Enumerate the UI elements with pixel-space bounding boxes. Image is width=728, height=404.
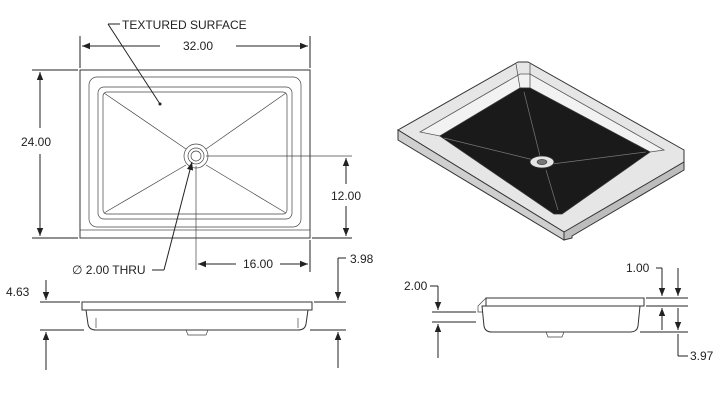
pan-basin-floor — [102, 91, 288, 215]
side-left-dimension: 2.00 — [404, 279, 428, 293]
side-rim — [485, 297, 645, 307]
pan-outline — [79, 69, 311, 239]
pan-basin-outer — [88, 76, 302, 228]
drain-note: ∅ 2.00 THRU — [72, 263, 146, 277]
front-drain-boss — [185, 329, 209, 336]
slope-line — [205, 164, 287, 214]
iso-view — [397, 61, 685, 241]
side-top-dimension: 1.00 — [626, 261, 650, 275]
drain-mid — [187, 147, 205, 165]
front-view: 4.63 3.98 — [6, 252, 374, 370]
side-lip — [477, 297, 487, 313]
drain-y-dimension: 12.00 — [331, 189, 361, 203]
textured-surface-note: TEXTURED SURFACE — [122, 18, 247, 32]
drain-hole — [190, 150, 202, 162]
slope-line — [205, 92, 287, 150]
side-bottom-dimension: 3.97 — [690, 349, 714, 363]
front-body — [85, 309, 309, 331]
front-rim — [81, 301, 313, 311]
slope-line — [103, 92, 187, 150]
width-dimension: 32.00 — [183, 39, 213, 53]
pan-basin-inner — [97, 86, 293, 220]
height-dimension: 24.00 — [21, 135, 51, 149]
side-view: 2.00 1.00 3.97 — [404, 261, 714, 363]
iso-flange-right — [563, 161, 685, 241]
front-left-dimension: 4.63 — [6, 285, 30, 299]
top-view: 32.00 TEXTURED SURFACE 24.00 12.00 16.00… — [21, 18, 361, 277]
drain-leader — [163, 161, 194, 271]
pan-flange-line — [79, 229, 311, 239]
front-right-dimension: 3.98 — [350, 252, 374, 266]
note-leader — [107, 23, 161, 105]
drain-x-dimension: 16.00 — [243, 257, 273, 271]
side-body — [481, 305, 641, 333]
slope-line — [103, 164, 187, 214]
